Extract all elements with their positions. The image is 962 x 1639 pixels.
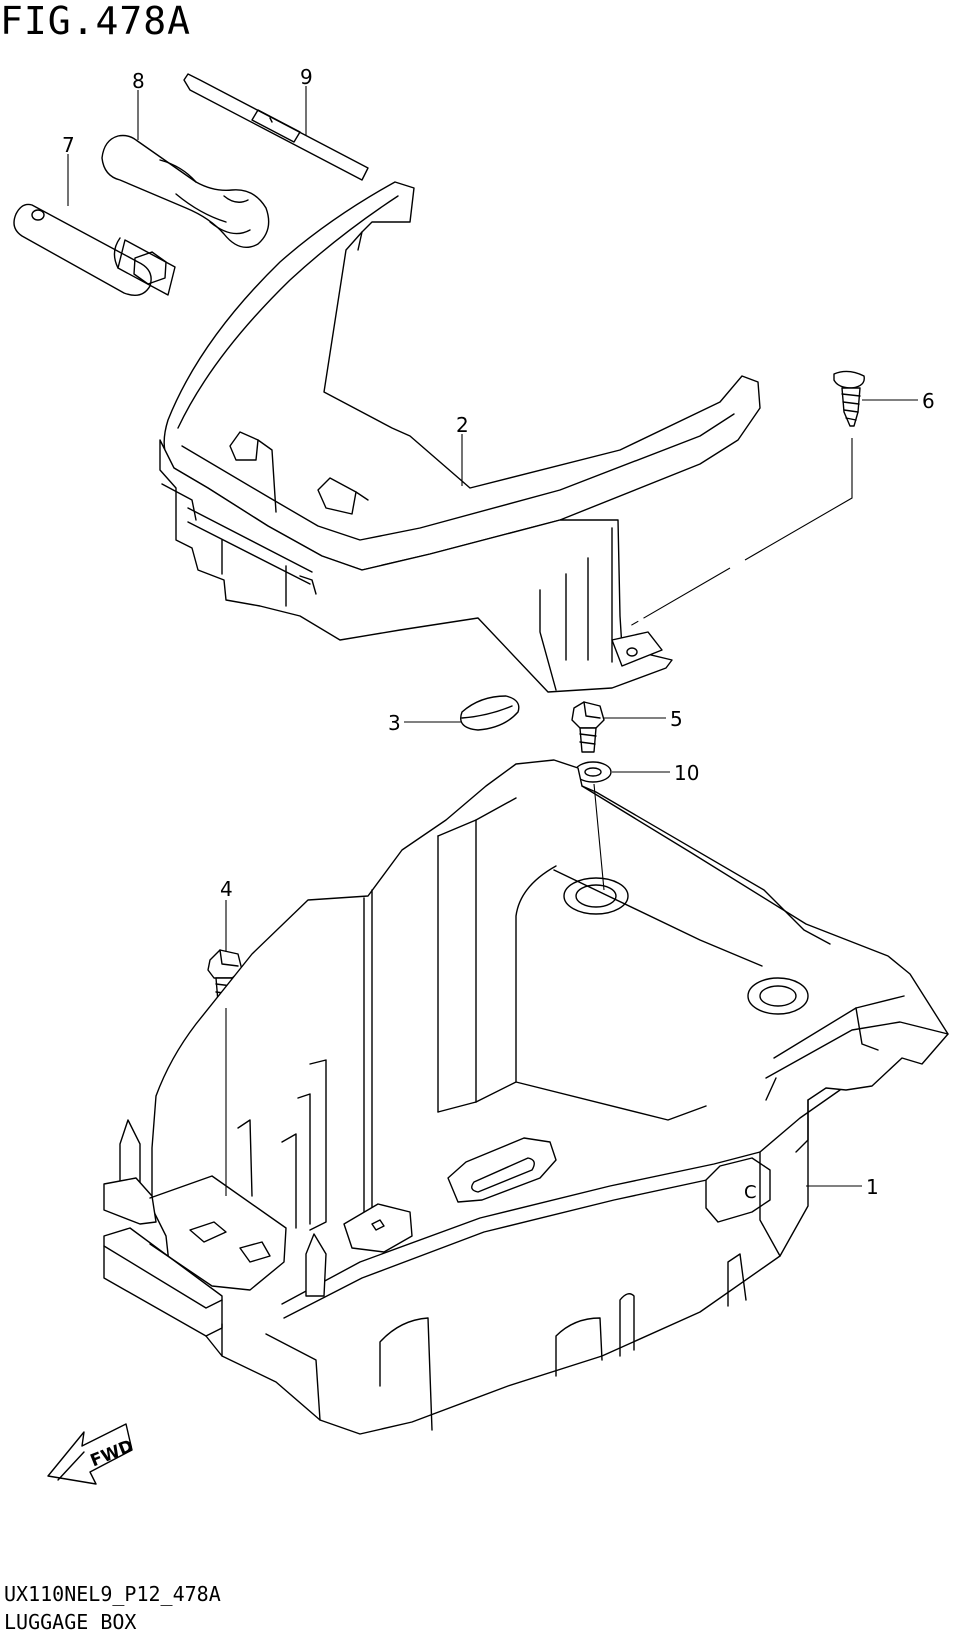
callout-4: 4 <box>220 877 233 901</box>
callout-9: 9 <box>300 65 313 89</box>
leader-lines <box>67 86 918 1196</box>
part-5-bolt[interactable] <box>571 701 605 753</box>
drawing-name: LUGGAGE BOX <box>4 1610 137 1634</box>
part-3-cap-plug[interactable] <box>460 695 520 731</box>
part-1-luggage-box[interactable]: C <box>103 759 949 1435</box>
part-mark-c: C <box>744 1182 757 1203</box>
part-6-tapping-screw[interactable] <box>833 370 865 427</box>
callout-2: 2 <box>456 413 469 437</box>
part-9-screwdriver-bit[interactable] <box>183 73 369 181</box>
part-2-tool-tray[interactable] <box>159 181 761 693</box>
drawing-code: UX110NEL9_P12_478A <box>4 1582 221 1606</box>
callout-7: 7 <box>62 133 75 157</box>
callout-8: 8 <box>132 69 145 93</box>
part-7-socket-wrench[interactable] <box>13 203 176 296</box>
callout-3: 3 <box>388 711 401 735</box>
part-8-screwdriver-handle[interactable] <box>101 134 270 248</box>
callout-labels: 7 8 9 2 6 3 5 10 4 1 <box>62 65 935 1199</box>
callout-5: 5 <box>670 707 683 731</box>
fwd-arrow-icon: FWD <box>47 1423 136 1485</box>
callout-6: 6 <box>922 389 935 413</box>
callout-10: 10 <box>674 761 699 785</box>
figure-title: FIG.478A <box>0 0 192 43</box>
callout-1: 1 <box>866 1175 879 1199</box>
